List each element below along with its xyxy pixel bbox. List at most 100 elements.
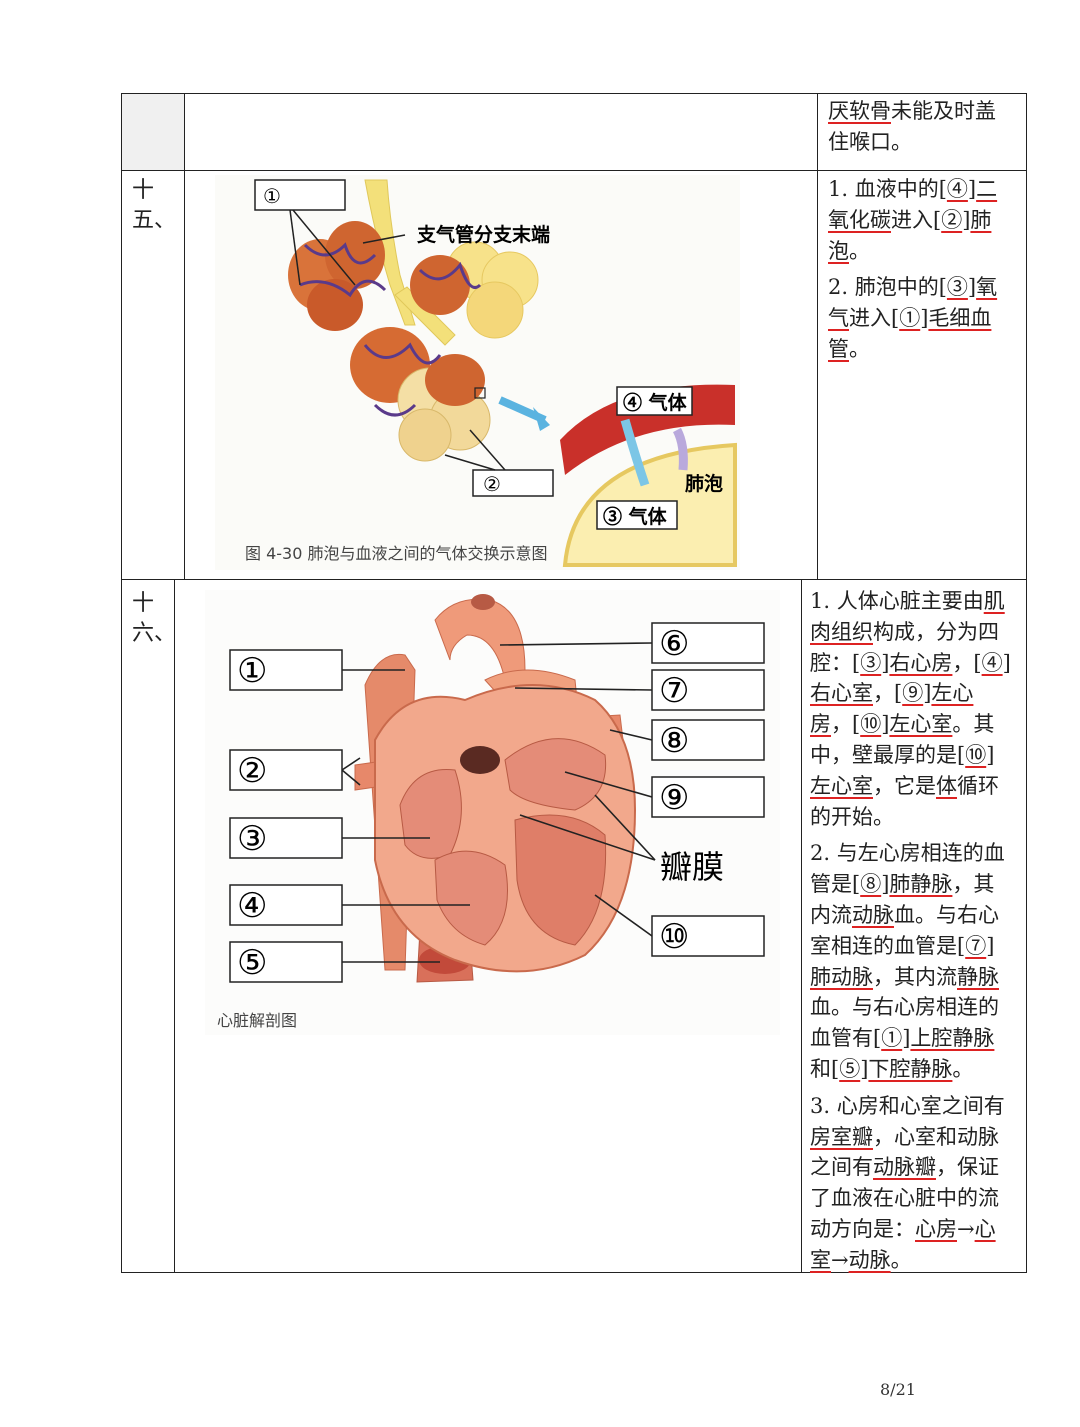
answer-term: ⑦ xyxy=(965,933,987,958)
row16-answers: 1. 人体心脏主要由肌肉组织构成，分为四腔：[③]右心房，[④] 右心室，[⑨]… xyxy=(810,586,1014,1282)
label-box-2 xyxy=(472,469,554,497)
answer-text: 。 xyxy=(849,238,870,263)
answer-text: ] xyxy=(920,306,929,331)
label-1: ① xyxy=(263,184,281,208)
row15-number: 十 五、 xyxy=(132,176,176,236)
answer-item-1: 1. 血液中的[④]二氧化碳进入[②]肺泡。 xyxy=(828,174,1014,266)
row14-num-cell xyxy=(121,93,185,171)
row-number-line: 六、 xyxy=(132,621,177,646)
answer-term: 房室瓣 xyxy=(810,1124,873,1149)
answer-term: 肺静脉 xyxy=(889,872,953,897)
answer-text: ] xyxy=(967,275,977,300)
row-number-line: 五、 xyxy=(132,208,177,233)
row14-figure-cell xyxy=(184,93,818,171)
label-3: ③ 气体 xyxy=(603,505,668,528)
answer-text: ] xyxy=(881,650,890,675)
answer-term: 下腔静脉 xyxy=(868,1056,953,1081)
answer-text: 2. 与左心房相连的血管是[ xyxy=(810,841,1005,897)
heart-label-8: ⑧ xyxy=(659,721,689,761)
heart-label-box-5 xyxy=(229,941,343,983)
answer-text: ] xyxy=(881,872,890,897)
label-4: ④ 气体 xyxy=(623,391,688,414)
answer-term: 毛细血管 xyxy=(828,306,992,361)
answer-text: 进入[ xyxy=(891,207,942,232)
row-number-line: 十 xyxy=(132,178,155,203)
answer-text: 2. 肺泡中的[ xyxy=(828,275,947,300)
answer-text: ] xyxy=(881,712,890,737)
bronchus-label: 支气管分支末端 xyxy=(416,223,550,246)
answer-term: 左心室 xyxy=(810,773,873,798)
heart-label-box-10 xyxy=(651,915,765,957)
valve-label: 瓣膜 xyxy=(660,848,724,886)
heart-label-3: ③ xyxy=(237,819,267,859)
heart-caption: 心脏解剖图 xyxy=(217,1011,297,1030)
answer-text: 未能及时盖住喉口。 xyxy=(828,99,996,154)
answer-text: → xyxy=(831,1247,849,1272)
alveoli-gas-exchange-figure: ① ② ④ 气体 ③ 气体 支气管分支末端 肺泡 图 4-30 肺泡与血液之间的… xyxy=(215,175,740,570)
answer-text: ] xyxy=(986,742,995,767)
heart-label-box-9 xyxy=(651,776,765,818)
answer-text: ] xyxy=(986,933,995,958)
heart-answer-3: 3. 心房和心室之间有房室瓣，心室和动脉之间有动脉瓣，保证了血液在心脏中的流动方… xyxy=(810,1091,1014,1276)
answer-term: ④ xyxy=(981,650,1003,675)
answer-text: ，它是 xyxy=(873,773,936,798)
heart-label-box-2 xyxy=(229,749,343,791)
answer-term: 动脉瓣 xyxy=(873,1155,936,1180)
answer-term: ⑤ xyxy=(839,1056,861,1081)
heart-answer-2: 2. 与左心房相连的血管是[⑧]肺静脉，其内流动脉血。与右心室相连的血管是[⑦]… xyxy=(810,838,1014,1084)
answer-text: 血。与右心房相连的血管有[ xyxy=(810,995,999,1051)
answer-num: ④ xyxy=(946,177,968,201)
row16-number: 十 六、 xyxy=(132,589,176,649)
heart-label-2: ② xyxy=(237,751,267,791)
answer-term: 肌肉组织 xyxy=(810,589,1005,644)
label-box-4 xyxy=(616,386,693,416)
answer-term: 左心室 xyxy=(889,712,953,737)
answer-term: ③ xyxy=(860,650,882,675)
answer-text: → xyxy=(957,1216,975,1241)
row14-answer: 厌软骨未能及时盖住喉口。 xyxy=(828,96,1014,158)
answer-term: ⑧ xyxy=(860,872,882,897)
heart-label-4: ④ xyxy=(237,886,267,926)
answer-text: ，保证了血液在心脏中的流动方向是： xyxy=(810,1155,999,1241)
figure-caption: 图 4-30 肺泡与血液之间的气体交换示意图 xyxy=(245,544,548,563)
answer-text: 。 xyxy=(890,1247,912,1272)
heart-label-9: ⑨ xyxy=(659,778,689,818)
answer-text: ] xyxy=(967,177,977,201)
label-box-1 xyxy=(254,179,346,211)
label-2: ② xyxy=(483,472,501,496)
heart-label-box-8 xyxy=(651,719,765,761)
answer-term: 肺动脉 xyxy=(810,964,873,989)
answer-text: ，其内流 xyxy=(873,964,957,989)
page-number: 8/21 xyxy=(880,1380,916,1399)
label-box-3 xyxy=(596,500,678,530)
answer-term: 静脉 xyxy=(957,964,999,989)
heart-label-5: ⑤ xyxy=(237,943,267,983)
answer-term: 左心房 xyxy=(810,681,974,737)
answer-term: 动脉 xyxy=(852,902,894,927)
answer-term: 肺泡 xyxy=(828,207,992,263)
answer-term: ⑩ xyxy=(860,712,882,737)
row16-answer-cell xyxy=(801,579,1027,1273)
answer-text: ，[ xyxy=(831,712,861,737)
heart-label-10: ⑩ xyxy=(659,917,689,957)
answer-term: 二氧化碳 xyxy=(828,177,998,232)
answer-text: 。 xyxy=(952,1056,974,1081)
answer-text: ，心室和动脉之间有 xyxy=(810,1124,999,1180)
answer-text: 3. 心房和心室之间有 xyxy=(810,1093,1005,1118)
heart-label-box-4 xyxy=(229,884,343,926)
answer-text: ，其内流 xyxy=(810,872,995,927)
answer-text: 循环的开始。 xyxy=(810,773,999,829)
answer-term: 心室 xyxy=(810,1216,996,1272)
answer-item-2: 2. 肺泡中的[③]氧气进入[①]毛细血管。 xyxy=(828,272,1014,364)
answer-term: ⑩ xyxy=(965,742,987,767)
answer-term: 动脉 xyxy=(848,1247,891,1272)
answer-term: 右心室 xyxy=(810,681,873,706)
answer-term: 心房 xyxy=(915,1216,957,1241)
answer-term: 上腔静脉 xyxy=(910,1026,995,1051)
answer-text: 。 xyxy=(849,336,870,361)
row15-answers: 1. 血液中的[④]二氧化碳进入[②]肺泡。 2. 肺泡中的[③]氧气进入[①]… xyxy=(828,174,1014,371)
answer-num: ① xyxy=(899,306,921,331)
answer-term: 厌软骨 xyxy=(828,99,891,123)
answer-text: 1. 血液中的[ xyxy=(828,177,947,201)
heart-label-box-1 xyxy=(229,649,343,691)
